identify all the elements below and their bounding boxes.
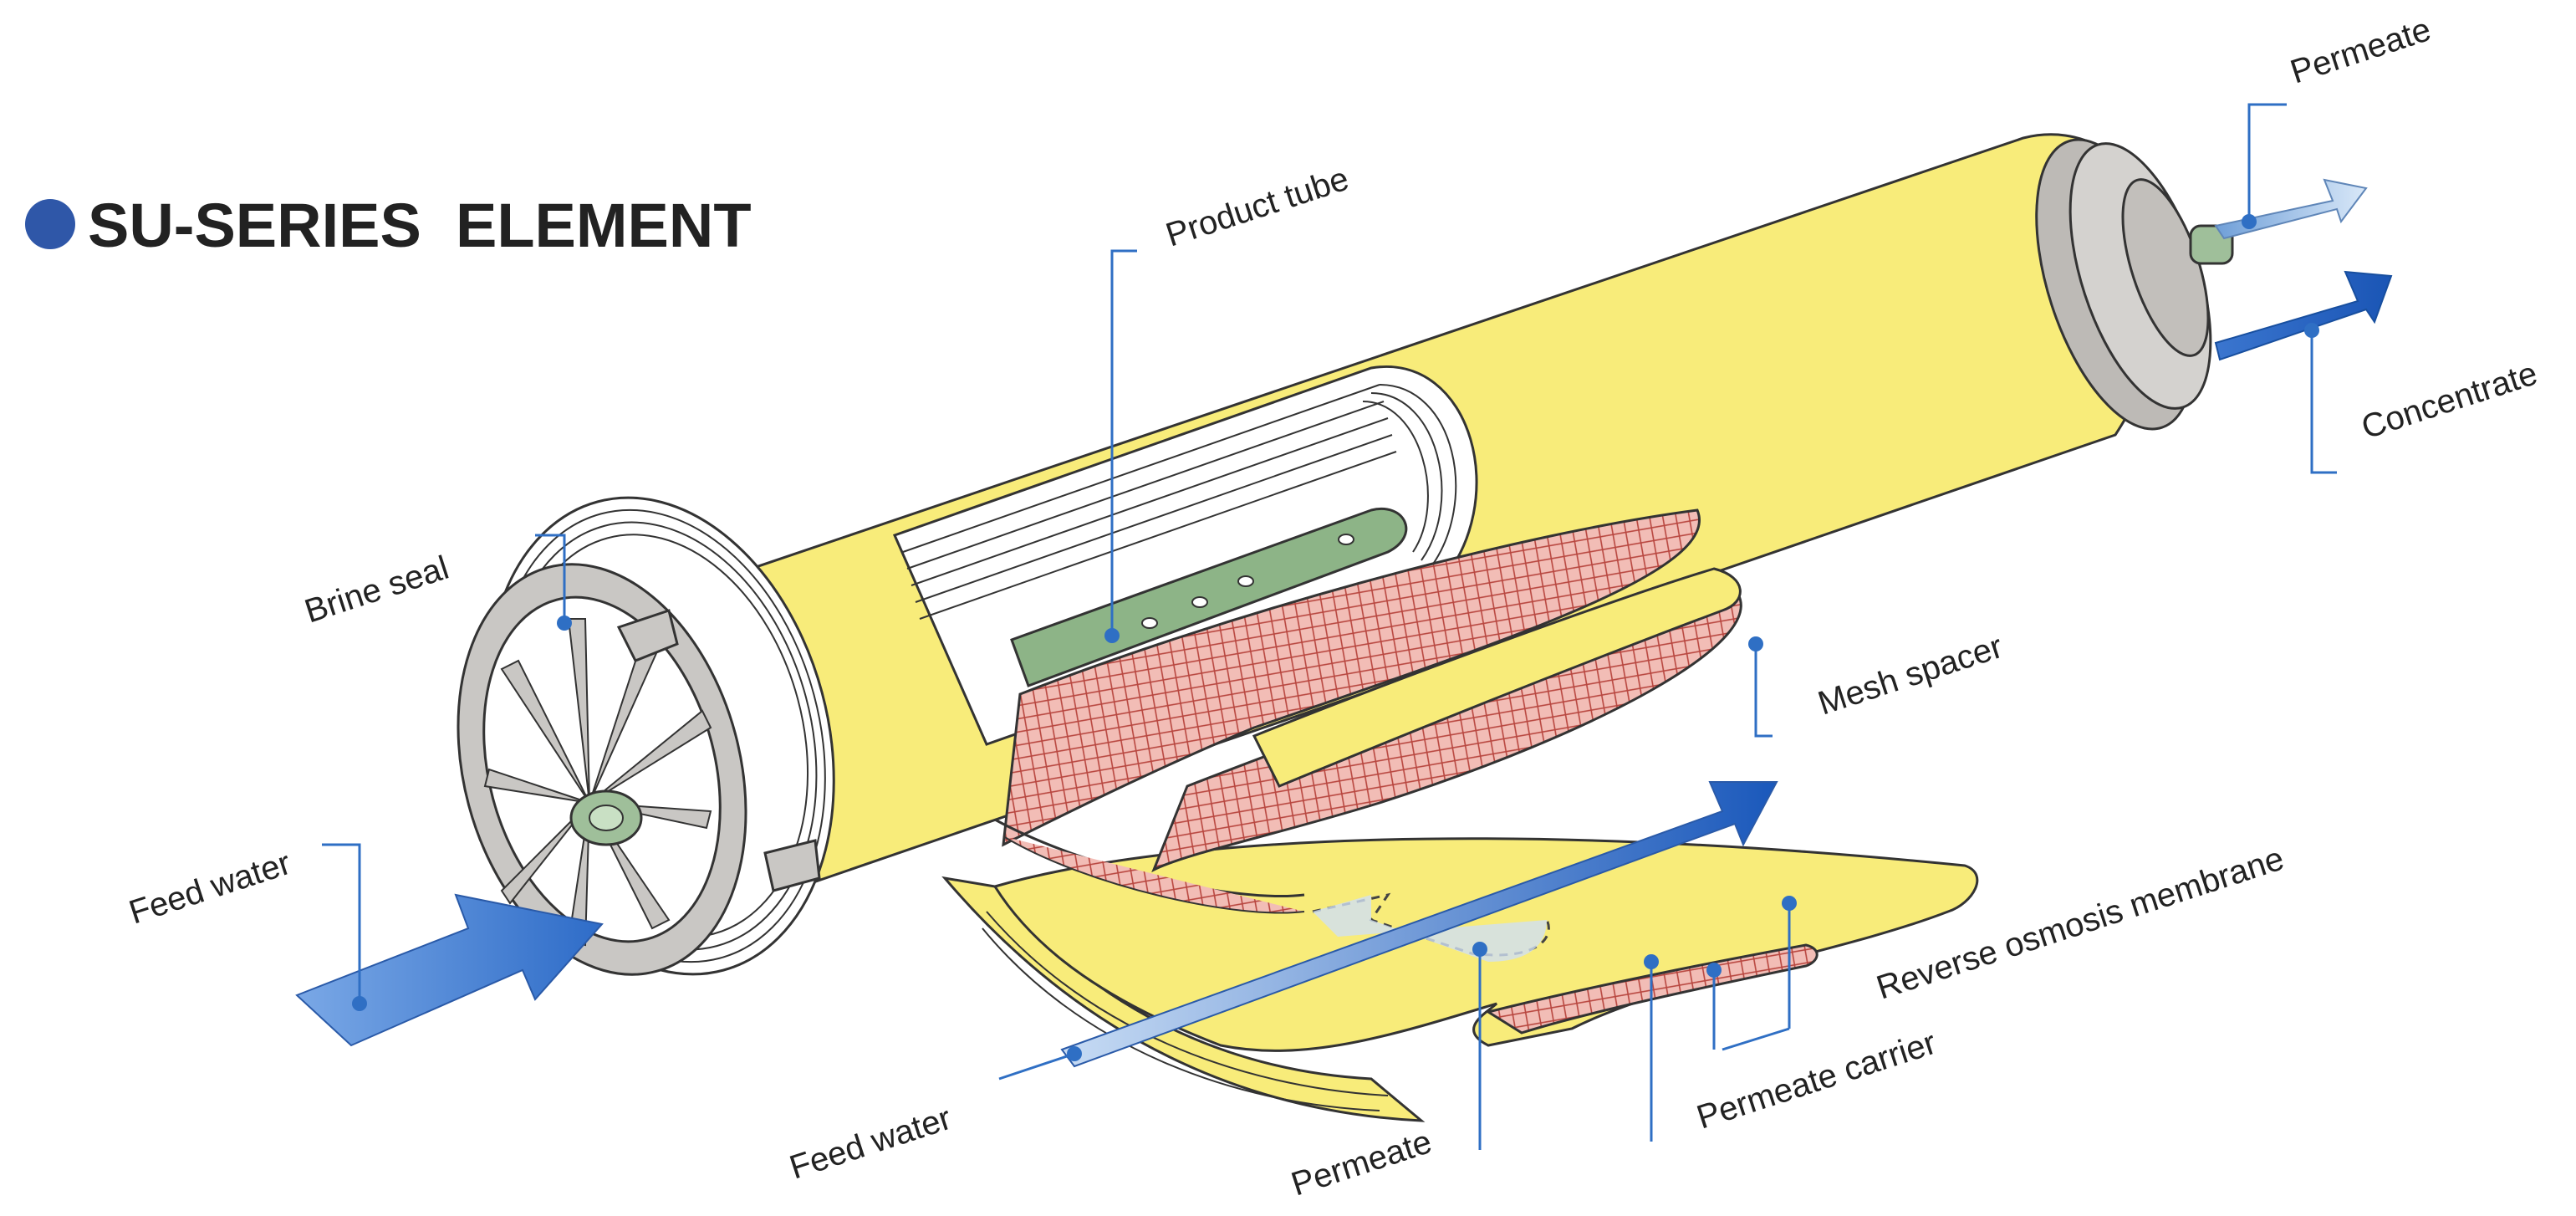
label-concentrate: Concentrate bbox=[2357, 355, 2542, 446]
permeate-arrow bbox=[2214, 178, 2368, 240]
label-mesh-spacer: Mesh spacer bbox=[1813, 628, 2007, 723]
leader-dots bbox=[352, 214, 2319, 1061]
diagram-title: SU-SERIES ELEMENT bbox=[25, 191, 752, 260]
permeate-carrier-sheet bbox=[1485, 943, 1819, 1035]
title-text: SU-SERIES ELEMENT bbox=[88, 191, 752, 260]
feed-water-arrow-bottom bbox=[1060, 781, 1778, 1068]
feed-water-arrow-left bbox=[295, 893, 604, 1047]
label-product-tube: Product tube bbox=[1161, 161, 1353, 254]
label-feed-water-left: Feed water bbox=[125, 845, 295, 932]
title-bullet-icon bbox=[25, 199, 75, 249]
concentrate-arrow bbox=[2214, 270, 2393, 361]
left-end-cap bbox=[457, 496, 835, 976]
mesh-spacer-layer bbox=[1002, 508, 1701, 847]
label-permeate-carrier: Permeate carrier bbox=[1692, 1024, 1941, 1137]
label-permeate-bottom: Permeate bbox=[1287, 1123, 1436, 1203]
brine-seal bbox=[616, 609, 679, 662]
label-feed-water-bottom: Feed water bbox=[785, 1100, 956, 1187]
leader-lines bbox=[322, 103, 2337, 1150]
label-brine-seal: Brine seal bbox=[300, 549, 453, 631]
label-permeate-top: Permeate bbox=[2286, 11, 2436, 90]
